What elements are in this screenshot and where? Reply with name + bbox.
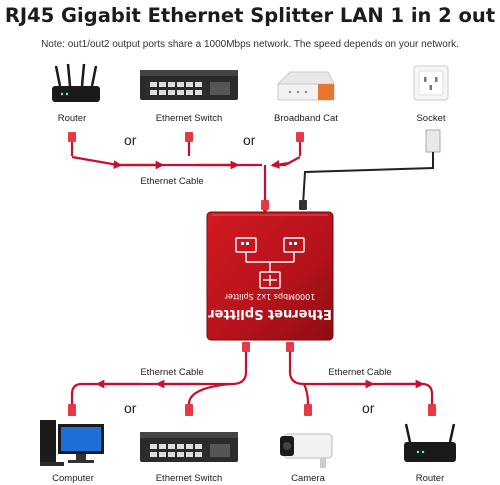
bottom-device-label-switch: Ethernet Switch: [155, 473, 223, 484]
page-title: RJ45 Gigabit Ethernet Splitter LAN 1 in …: [4, 4, 496, 27]
top-device-label-broadband: Broadband Cat: [274, 113, 338, 124]
or-label: or: [124, 400, 137, 416]
speed-note: Note: out1/out2 output ports share a 100…: [41, 39, 459, 50]
router-icon: [52, 63, 100, 102]
cable-label-output-right: Ethernet Cable: [328, 367, 392, 378]
power-cable: [299, 129, 441, 210]
ethernet-switch-icon: [140, 432, 238, 462]
splitter-name-label: Ethernet Splitter: [208, 306, 332, 321]
bottom-device-label-computer: Computer: [52, 473, 94, 484]
power-socket-icon: [413, 65, 449, 101]
input-cables: [70, 141, 302, 215]
cable-label-input: Ethernet Cable: [140, 176, 204, 187]
bottom-device-label-router: Router: [415, 473, 445, 484]
top-device-label-switch: Ethernet Switch: [155, 113, 223, 124]
or-label: or: [362, 400, 375, 416]
bottom-device-label-camera: Camera: [291, 473, 325, 484]
router-icon: [404, 423, 456, 462]
security-camera-icon: [280, 433, 333, 468]
output-cables: [70, 352, 434, 405]
or-label: or: [124, 132, 137, 148]
rj45-plugs-bottom: [68, 342, 436, 416]
cable-label-output-left: Ethernet Cable: [140, 367, 204, 378]
or-label: or: [243, 132, 256, 148]
top-device-label-router: Router: [57, 113, 87, 124]
computer-icon: [40, 420, 104, 466]
top-device-label-socket: Socket: [416, 113, 446, 124]
ethernet-splitter-device: [206, 211, 334, 341]
splitter-spec-label: 1000Mbps 1x2 Splitter: [224, 292, 315, 301]
ethernet-switch-icon: [140, 70, 238, 100]
rj45-plugs-top: [68, 132, 304, 210]
broadband-cat-icon: [276, 71, 335, 101]
